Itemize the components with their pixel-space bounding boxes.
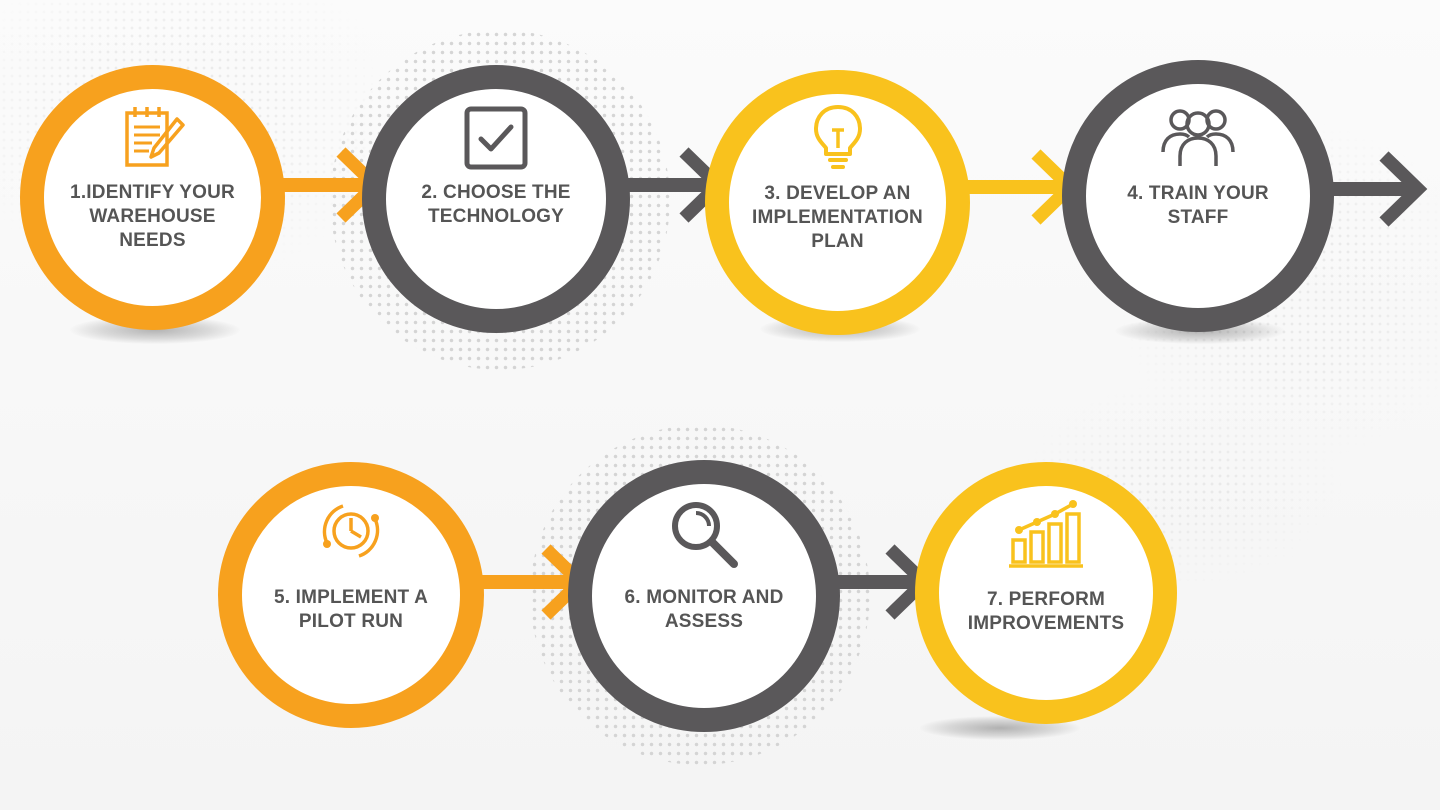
connector-2-3 (620, 178, 715, 192)
checkbox-icon (464, 106, 528, 170)
lightbulb-icon (813, 105, 862, 169)
step-5-circle: 5. IMPLEMENT A PILOT RUN (218, 462, 484, 728)
step-4-label: 4. TRAIN YOUR STAFF (1127, 183, 1269, 228)
magnifier-icon (672, 502, 738, 568)
clock-cycle-icon (322, 504, 380, 558)
connector-1-2 (278, 178, 368, 192)
step-1-circle: 1.IDENTIFY YOUR WAREHOUSE NEEDS (20, 65, 285, 330)
step-7-circle: 7. PERFORM IMPROVEMENTS (915, 462, 1177, 724)
step-6-label: 6. MONITOR AND ASSESS (624, 587, 784, 632)
step-2-circle: 2. CHOOSE THE TECHNOLOGY (362, 65, 630, 333)
step-3-circle: 3. DEVELOP AN IMPLEMENTATION PLAN (705, 70, 970, 335)
connector-4-end (1320, 182, 1410, 196)
step-7-label: 7. PERFORM IMPROVEMENTS (967, 589, 1125, 634)
arrowhead-4-end (1379, 151, 1428, 227)
step-6-circle: 6. MONITOR AND ASSESS (568, 460, 840, 732)
connector-5-6 (480, 575, 580, 589)
step-4-circle: 4. TRAIN YOUR STAFF (1062, 60, 1334, 332)
step-2-label: 2. CHOOSE THE TECHNOLOGY (421, 182, 571, 227)
notepad-pencil-icon (124, 107, 185, 167)
growth-chart-icon (1009, 500, 1083, 568)
step-1-label: 1.IDENTIFY YOUR WAREHOUSE NEEDS (70, 182, 235, 251)
connector-6-7 (830, 575, 930, 589)
team-icon (1161, 109, 1235, 166)
step-3-label: 3. DEVELOP AN IMPLEMENTATION PLAN (752, 183, 923, 252)
connector-3-4 (965, 180, 1070, 194)
step-5-label: 5. IMPLEMENT A PILOT RUN (273, 587, 429, 632)
